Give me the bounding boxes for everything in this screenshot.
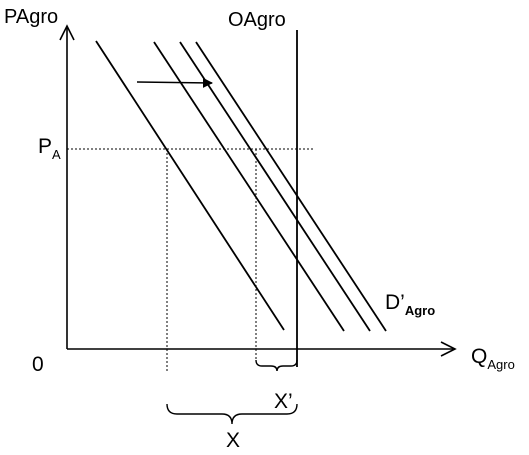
demand-label: D’Agro xyxy=(385,291,435,318)
demand-line-3 xyxy=(179,41,371,332)
x-axis-label: QAgro xyxy=(471,345,515,372)
demand-line-4 xyxy=(195,41,387,332)
demand-line-1 xyxy=(95,40,285,331)
y-axis-label: PAgro xyxy=(4,6,58,28)
small-brace xyxy=(255,359,298,372)
demand-line-2 xyxy=(153,41,345,332)
y-axis-arrowhead xyxy=(59,24,75,41)
shift-arrow xyxy=(136,77,213,88)
origin-label: 0 xyxy=(32,353,44,376)
x-axis-arrowhead xyxy=(440,341,457,357)
price-label: PA xyxy=(38,135,61,162)
supply-label: OAgro xyxy=(228,9,286,31)
small-brace-label: X’ xyxy=(274,390,293,413)
large-brace-label: X xyxy=(226,429,240,452)
large-brace xyxy=(166,403,298,425)
